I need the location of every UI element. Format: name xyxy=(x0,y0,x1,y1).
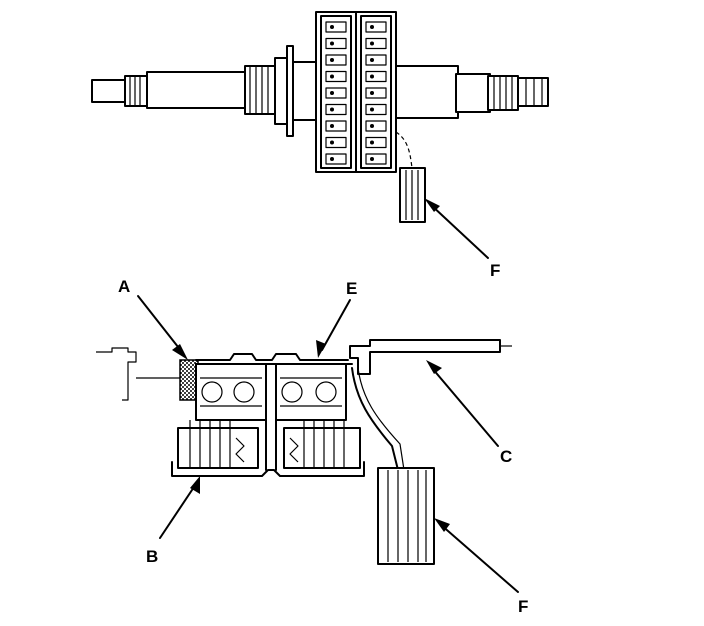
leader-arrow-b xyxy=(159,476,200,539)
drum-slot-pin xyxy=(370,74,374,79)
drum-slot-pin xyxy=(370,25,374,29)
label-a: A xyxy=(118,277,130,296)
drum-slot xyxy=(365,153,387,165)
drum-slot xyxy=(365,70,387,83)
leader-arrow-f-top xyxy=(424,198,489,259)
drum-slot-pin xyxy=(330,25,334,29)
drum-slot xyxy=(325,120,347,132)
drum-slot-pin xyxy=(330,107,334,112)
drum-slot xyxy=(365,136,387,149)
drum-slot-pin xyxy=(370,58,374,62)
drum-slot xyxy=(365,54,387,66)
leader-arrow-e xyxy=(316,299,351,358)
drum-slot xyxy=(365,21,387,33)
leader-arrow-f-bottom xyxy=(434,518,519,593)
drum-slot-pin xyxy=(370,107,374,112)
drum-slot-pin xyxy=(370,41,374,46)
drum-slot xyxy=(365,103,387,116)
drum-slot xyxy=(325,70,347,83)
drum-slot-pin xyxy=(370,157,374,161)
clutch-cross-section xyxy=(96,339,512,477)
feeler-gauge-bottom xyxy=(351,367,435,565)
label-f-bottom: F xyxy=(518,597,528,616)
drum-slot-pin xyxy=(330,140,334,145)
label-c: C xyxy=(500,447,512,466)
drum-slot-pin xyxy=(330,91,334,95)
drum-slot xyxy=(325,153,347,165)
drum-slot xyxy=(325,37,347,50)
drum-slot-pin xyxy=(330,41,334,46)
drum-slot-pin xyxy=(330,58,334,62)
drum-slot xyxy=(365,37,387,50)
drum-slot-pin xyxy=(370,124,374,128)
drum-slot-pin xyxy=(330,157,334,161)
drum-slot-pin xyxy=(330,74,334,79)
feeler-gauge-top xyxy=(395,131,426,223)
leader-arrow-c xyxy=(426,360,499,447)
leader-arrow-a xyxy=(137,295,188,360)
drum-slot xyxy=(325,136,347,149)
drum-slot xyxy=(365,120,387,132)
drum-slot-pin xyxy=(330,124,334,128)
drum-slot xyxy=(325,54,347,66)
drum-slot xyxy=(365,87,387,99)
drum-slot-pin xyxy=(370,140,374,145)
drum-slot xyxy=(325,87,347,99)
drum-slot xyxy=(325,103,347,116)
label-f-top: F xyxy=(490,261,500,280)
drum-slot-pin xyxy=(370,91,374,95)
shaft-assembly xyxy=(91,11,549,173)
drum-slot xyxy=(325,21,347,33)
label-b: B xyxy=(146,547,158,566)
label-e: E xyxy=(346,279,357,298)
